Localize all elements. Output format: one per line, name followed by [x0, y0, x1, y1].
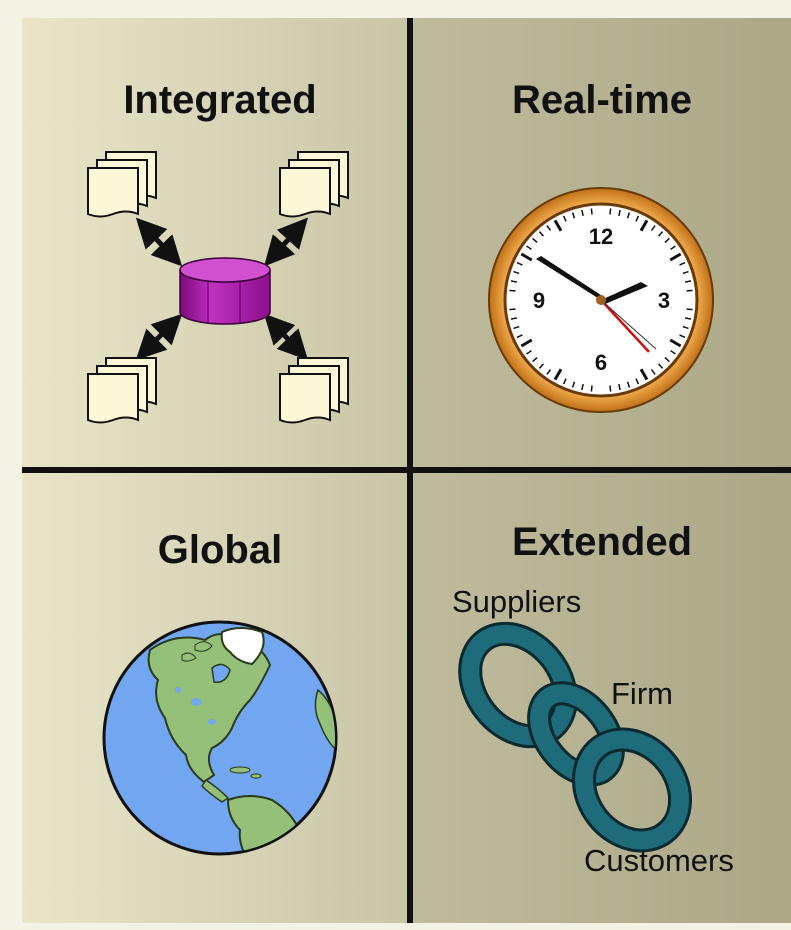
clock-tick [686, 308, 693, 311]
clock-tick [657, 363, 664, 369]
document-stack-icon [279, 357, 349, 424]
clock-tick [509, 289, 516, 292]
clock-tick [635, 378, 640, 385]
panel-title-real-time: Real-time [511, 78, 693, 122]
clock-tick [581, 209, 584, 217]
clock-tick [546, 369, 552, 375]
clock-tick [538, 363, 545, 369]
minute-hand [536, 256, 604, 300]
clock-tick [686, 289, 693, 292]
clock-icon: 12 3 6 9 [488, 187, 714, 413]
chain-icon [458, 621, 693, 853]
clock-tick [639, 219, 649, 232]
document-stack-icon [279, 151, 349, 218]
clock-numeral-6: 6 [595, 350, 607, 375]
clock-tick [546, 225, 552, 231]
clock-tick [553, 219, 563, 232]
clock-tick [510, 317, 518, 320]
clock-tick [626, 212, 631, 219]
clock-tick [635, 215, 640, 222]
clock-tick [562, 378, 567, 385]
clock-tick [626, 381, 631, 388]
clock-tick [590, 208, 593, 215]
clock-tick [650, 369, 656, 375]
panel-title-extended: Extended [511, 520, 693, 564]
clock-numeral-3: 3 [658, 288, 670, 313]
clock-numeral-12: 12 [589, 224, 613, 249]
clock-tick [516, 261, 523, 266]
clock-tick [516, 334, 523, 339]
clock-tick [553, 368, 563, 381]
clock-tick [670, 349, 676, 355]
arrow-top-left [135, 217, 183, 267]
clock-tick [664, 237, 670, 244]
chain-link-firm [530, 684, 622, 784]
clock-tick [639, 368, 649, 381]
hour-hand [601, 282, 648, 304]
clock-tick [670, 245, 676, 251]
arrow-bottom-right [263, 313, 309, 361]
clock-tick [669, 338, 682, 348]
clock-tick [532, 237, 538, 244]
clock-tick [650, 225, 656, 231]
clock-tick [618, 209, 621, 217]
second-hand-shadow [600, 299, 657, 350]
clock-center [596, 295, 606, 305]
arrow-top-right [263, 217, 309, 267]
clock-tick [562, 215, 567, 222]
clock-tick [679, 334, 686, 339]
database-icon [179, 257, 271, 325]
document-stack-icon [87, 357, 157, 424]
clock-tick [571, 381, 576, 388]
clock-tick [538, 231, 545, 237]
second-hand [600, 299, 650, 353]
clock-tick [513, 325, 520, 330]
clock-tick [526, 245, 532, 251]
chain-link-customers [574, 730, 690, 850]
clock-tick [510, 280, 518, 283]
clock-tick [682, 325, 689, 330]
arrow-bottom-left [135, 313, 183, 361]
clock-tick [526, 349, 532, 355]
clock-tick [684, 280, 692, 283]
clock-tick [513, 270, 520, 275]
clock-tick [609, 385, 612, 392]
clock-tick [684, 317, 692, 320]
panel-title-integrated: Integrated [123, 78, 317, 122]
clock-tick [509, 308, 516, 311]
clock-tick [682, 270, 689, 275]
clock-tick [532, 356, 538, 363]
chain-label-suppliers: Suppliers [452, 584, 582, 619]
chain-label-customers: Customers [584, 843, 734, 878]
clock-numeral-9: 9 [533, 288, 545, 313]
clock-tick [520, 338, 533, 348]
clock-tick [664, 356, 670, 363]
clock-ticks [509, 208, 693, 392]
clock-tick [669, 252, 682, 262]
clock-tick [590, 385, 593, 392]
clock-tick [581, 383, 584, 391]
clock-tick [657, 231, 664, 237]
clock-tick [571, 212, 576, 219]
panel-title-global: Global [157, 528, 283, 572]
database-network-icon [87, 151, 349, 424]
clock-tick [609, 208, 612, 215]
document-stack-icon [87, 151, 157, 218]
chain-label-firm: Firm [611, 676, 673, 711]
clock-tick [679, 261, 686, 266]
clock-tick [618, 383, 621, 391]
clock-tick [520, 252, 533, 262]
